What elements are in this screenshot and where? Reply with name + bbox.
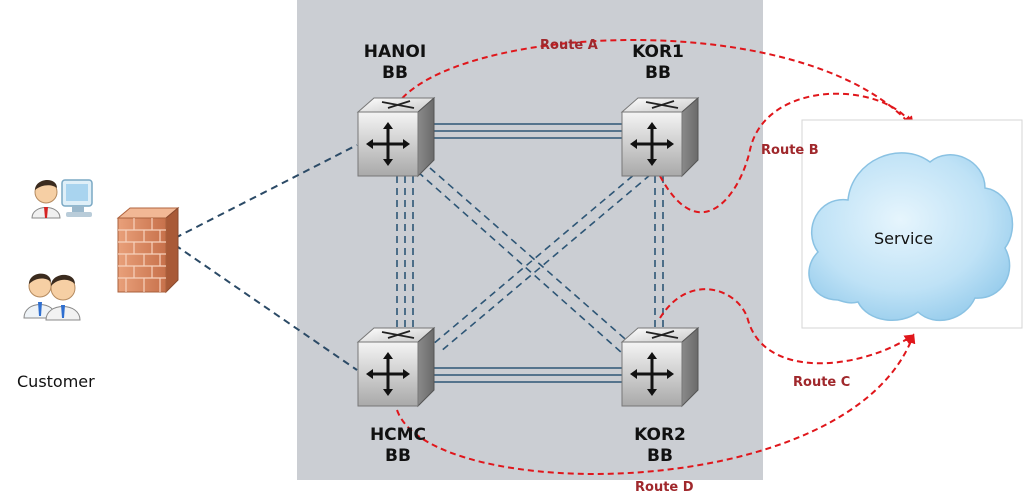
route-d-path <box>396 333 916 475</box>
router-kor2 <box>620 326 700 408</box>
cloud-icon <box>808 152 1014 322</box>
router-kor1 <box>620 96 700 178</box>
node-label-kor2: KOR2 BB <box>620 425 700 467</box>
user-pc-icon <box>31 179 93 219</box>
route-d-label: Route D <box>635 480 694 495</box>
route-b-path <box>659 92 914 214</box>
route-c-path <box>659 288 915 365</box>
routes <box>395 39 916 475</box>
backbone-links <box>396 123 664 383</box>
node-role: BB <box>645 63 671 83</box>
service-label: Service <box>874 229 934 248</box>
route-a-path <box>395 39 913 127</box>
access-links <box>174 144 358 371</box>
service-cloud <box>801 119 1023 329</box>
route-a-label: Route A <box>540 38 598 53</box>
router-icon <box>356 326 436 408</box>
firewall-icon <box>116 206 180 294</box>
route-c-label: Route C <box>793 375 851 390</box>
router-hanoi <box>356 96 436 178</box>
node-role: BB <box>385 446 411 466</box>
customer-label: Customer <box>17 372 95 391</box>
router-icon <box>620 326 700 408</box>
node-role: BB <box>382 63 408 83</box>
router-hcmc <box>356 326 436 408</box>
router-icon <box>620 96 700 178</box>
users-icon <box>23 273 81 321</box>
node-role: BB <box>647 446 673 466</box>
node-label-hanoi: HANOI BB <box>355 42 435 84</box>
router-icon <box>356 96 436 178</box>
node-label-kor1: KOR1 BB <box>618 42 698 84</box>
node-name: HCMC <box>369 425 427 445</box>
route-b-label: Route B <box>761 143 819 158</box>
node-label-hcmc: HCMC BB <box>358 425 438 467</box>
node-name: HANOI <box>363 42 427 62</box>
node-name: KOR2 <box>634 425 686 445</box>
node-name: KOR1 <box>632 42 684 62</box>
